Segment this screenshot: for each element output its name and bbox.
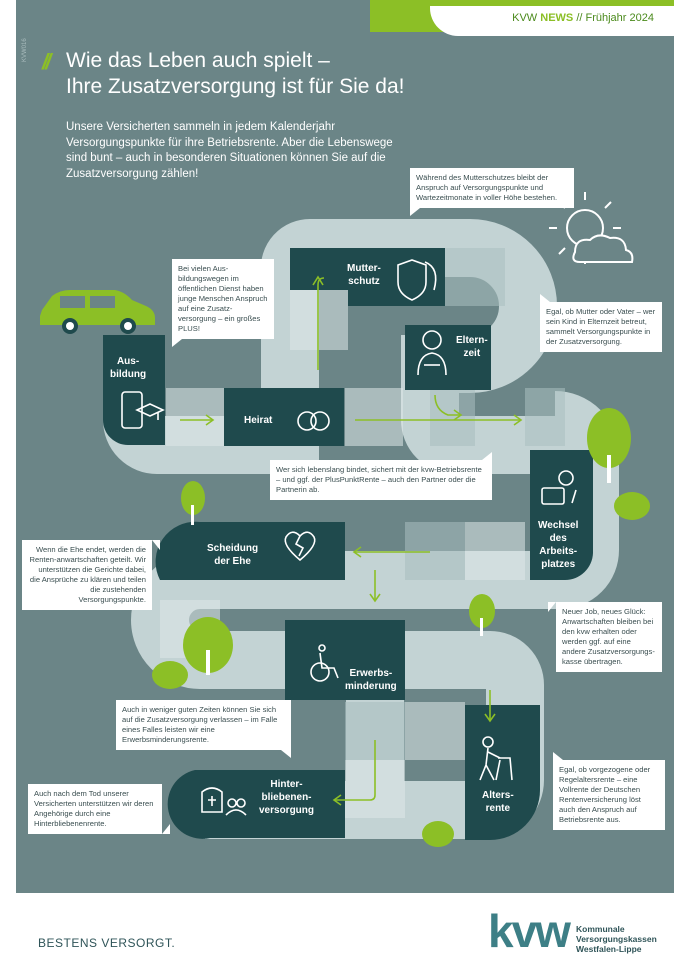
callout-scheidung: Wenn die Ehe endet, werden die Renten-an… [22, 540, 160, 610]
station-wechsel: Wechsel des Arbeits- platzes [538, 520, 579, 570]
callout-erwerbsminderung: Auch in weniger guten Zeiten können Sie … [116, 700, 291, 758]
callout-elternzeit: Egal, ob Mutter oder Vater – wer sein Ki… [540, 294, 662, 352]
title-mark: // [42, 49, 51, 74]
car-icon [40, 290, 155, 334]
header-tab: KVW NEWS // Frühjahr 2024 [430, 6, 674, 36]
title-line-2: Ihre Zusatzversorgung ist für Sie da! [66, 75, 405, 98]
kvw-org-name: Kommunale Versorgungskassen Westfalen-Li… [576, 924, 657, 954]
station-altersrente: Alters- rente [482, 790, 514, 814]
header-separator: // [576, 12, 583, 24]
parent-baby-icon [417, 330, 447, 376]
mortarboard-phone-icon [121, 391, 165, 429]
pregnancy-shield-icon [397, 259, 437, 301]
callout-wechsel: Neuer Job, neues Glück: Anwartschaften b… [548, 602, 662, 672]
station-heirat: Heirat [244, 415, 273, 426]
org-line-2: Versorgungskassen [576, 934, 657, 944]
intro-text: Unsere Versicherten sammeln in jedem Kal… [66, 121, 393, 180]
walker-person-icon [479, 736, 513, 781]
header-issue-line: KVW NEWS // Frühjahr 2024 [512, 12, 654, 24]
callout-heirat: Wer sich lebenslang bindet, sichert mit … [270, 452, 492, 500]
station-mutterschutz: Mutter- schutz [347, 263, 381, 287]
sun-cloud-icon [549, 192, 634, 264]
title-line-1: Wie das Leben auch spielt – [66, 49, 330, 72]
kvw-logo: kvw [488, 905, 571, 957]
callout-altersrente: Egal, ob vorgezogene oder Regelaltersren… [553, 752, 665, 830]
org-line-1: Kommunale [576, 924, 625, 934]
station-ausbildung: Aus- bildung [110, 356, 147, 380]
station-erwerbsminderung: Erwerbs- minderung [345, 668, 397, 692]
broken-heart-icon [284, 531, 316, 562]
rings-icon [297, 411, 330, 431]
station-scheidung: Scheidung der Ehe [207, 543, 259, 567]
org-line-3: Westfalen-Lippe [576, 944, 642, 954]
header-news: NEWS [540, 12, 574, 24]
briefcase-person-icon [541, 470, 577, 505]
footer-tagline: BESTENS VERSORGT. [38, 936, 176, 950]
tree-icon [181, 408, 631, 675]
callout-hinterbliebenen: Auch nach dem Tod unserer Versicherten u… [28, 784, 170, 834]
header-brand: KVW [512, 12, 538, 24]
grave-people-icon [201, 787, 247, 816]
callout-mutterschutz: Während des Mutterschutzes bleibt der An… [410, 168, 574, 216]
station-hinterbliebenen: Hinter- bliebenen- versorgung [259, 779, 315, 816]
header-issue: Frühjahr 2024 [585, 12, 655, 24]
callout-ausbildung: Bei vielen Aus-bildungswegen im öffentli… [172, 259, 274, 347]
bush-icon [152, 492, 650, 847]
wheelchair-icon [310, 644, 339, 682]
station-elternzeit: Eltern- zeit [456, 335, 488, 359]
